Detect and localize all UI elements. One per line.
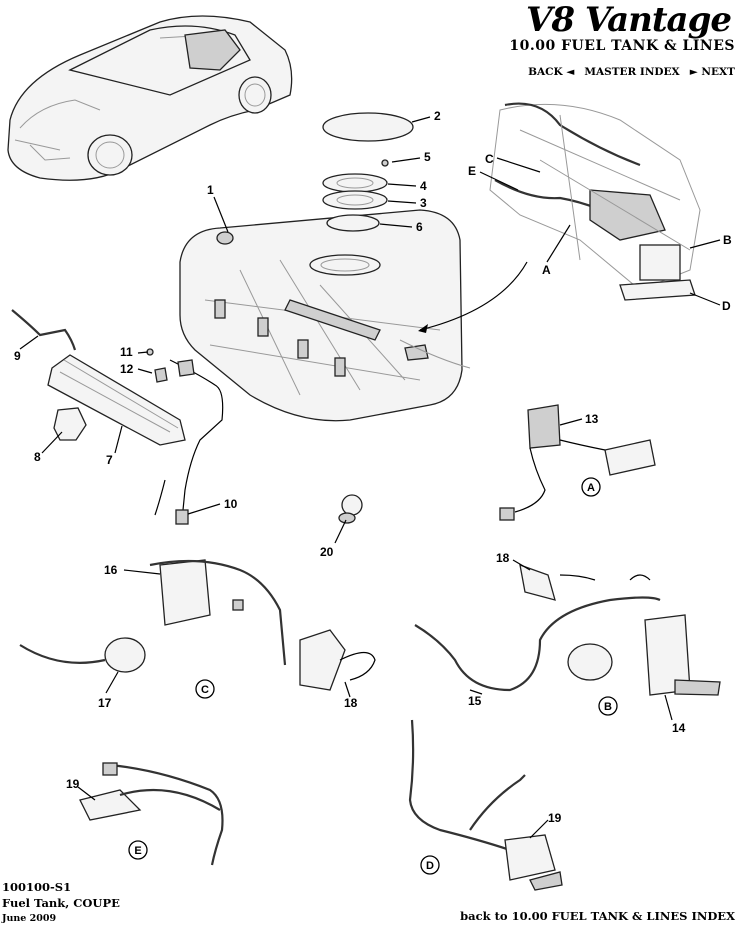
view-circle-e: E xyxy=(128,840,148,860)
diagram-subtitle: Fuel Tank, COUPE xyxy=(2,896,120,910)
callout-5: 5 xyxy=(424,150,431,164)
callout-19-e: 19 xyxy=(66,777,80,791)
diagram-code: 100100-S1 xyxy=(2,880,72,894)
view-b-pump-module xyxy=(414,564,721,696)
callout-2: 2 xyxy=(434,109,441,123)
callout-9: 9 xyxy=(14,349,21,363)
fuel-pump-module-assembly xyxy=(489,102,701,301)
view-circle-d: D xyxy=(420,855,440,875)
callout-14: 14 xyxy=(672,721,686,735)
back-to-index-link[interactable]: back to 10.00 FUEL TANK & LINES INDEX xyxy=(460,909,735,923)
callout-10: 10 xyxy=(224,497,238,511)
callout-15: 15 xyxy=(468,694,482,708)
callout-18-c: 18 xyxy=(344,696,358,710)
callout-16: 16 xyxy=(104,563,118,577)
callout-19-d: 19 xyxy=(548,811,562,825)
callout-18-b: 18 xyxy=(496,551,510,565)
callout-3: 3 xyxy=(420,196,427,210)
view-c-pump-filter xyxy=(19,559,376,691)
svg-text:D: D xyxy=(426,860,434,872)
diagram-date: June 2009 xyxy=(2,913,57,924)
callout-17: 17 xyxy=(98,696,112,710)
callout-20: 20 xyxy=(320,545,334,559)
view-arrow-tank xyxy=(419,261,528,331)
back-link[interactable]: BACK ◄ xyxy=(528,66,575,78)
callout-4: 4 xyxy=(420,179,427,193)
callout-13: 13 xyxy=(585,412,599,426)
next-link[interactable]: ► NEXT xyxy=(689,66,735,78)
view-circle-a: A xyxy=(581,477,601,497)
fuel-tank xyxy=(179,209,471,422)
callout-7: 7 xyxy=(106,453,113,467)
callout-1: 1 xyxy=(207,183,214,197)
nav-bar: BACK ◄ MASTER INDEX ► NEXT xyxy=(528,66,735,78)
view-letter-b: B xyxy=(723,233,732,247)
tank-seal-ring xyxy=(322,112,414,142)
view-letter-a: A xyxy=(542,263,551,277)
view-letter-c: C xyxy=(485,152,494,166)
master-index-link[interactable]: MASTER INDEX xyxy=(584,66,680,78)
callout-6: 6 xyxy=(416,220,423,234)
section-title: 10.00 FUEL TANK & LINES xyxy=(509,38,735,54)
filler-cap-clip xyxy=(338,494,363,524)
view-circle-b: B xyxy=(598,696,618,716)
view-letter-d: D xyxy=(722,299,731,313)
car-illustration xyxy=(7,15,293,181)
brand-logo: V8 Vantage xyxy=(525,0,732,40)
svg-text:A: A xyxy=(587,482,595,494)
view-letter-e: E xyxy=(468,164,476,178)
view-e-bracket xyxy=(79,762,224,866)
svg-text:B: B xyxy=(604,701,612,713)
callout-12: 12 xyxy=(120,362,134,376)
svg-text:E: E xyxy=(134,845,141,857)
cap-ring-stack xyxy=(322,159,389,232)
leader-lines xyxy=(19,116,721,839)
callout-8: 8 xyxy=(34,450,41,464)
sender-unit-view-a xyxy=(499,404,656,521)
view-circle-c: C xyxy=(195,679,215,699)
svg-text:C: C xyxy=(201,684,209,696)
callout-11: 11 xyxy=(120,345,133,359)
view-d-bracket xyxy=(408,719,563,891)
